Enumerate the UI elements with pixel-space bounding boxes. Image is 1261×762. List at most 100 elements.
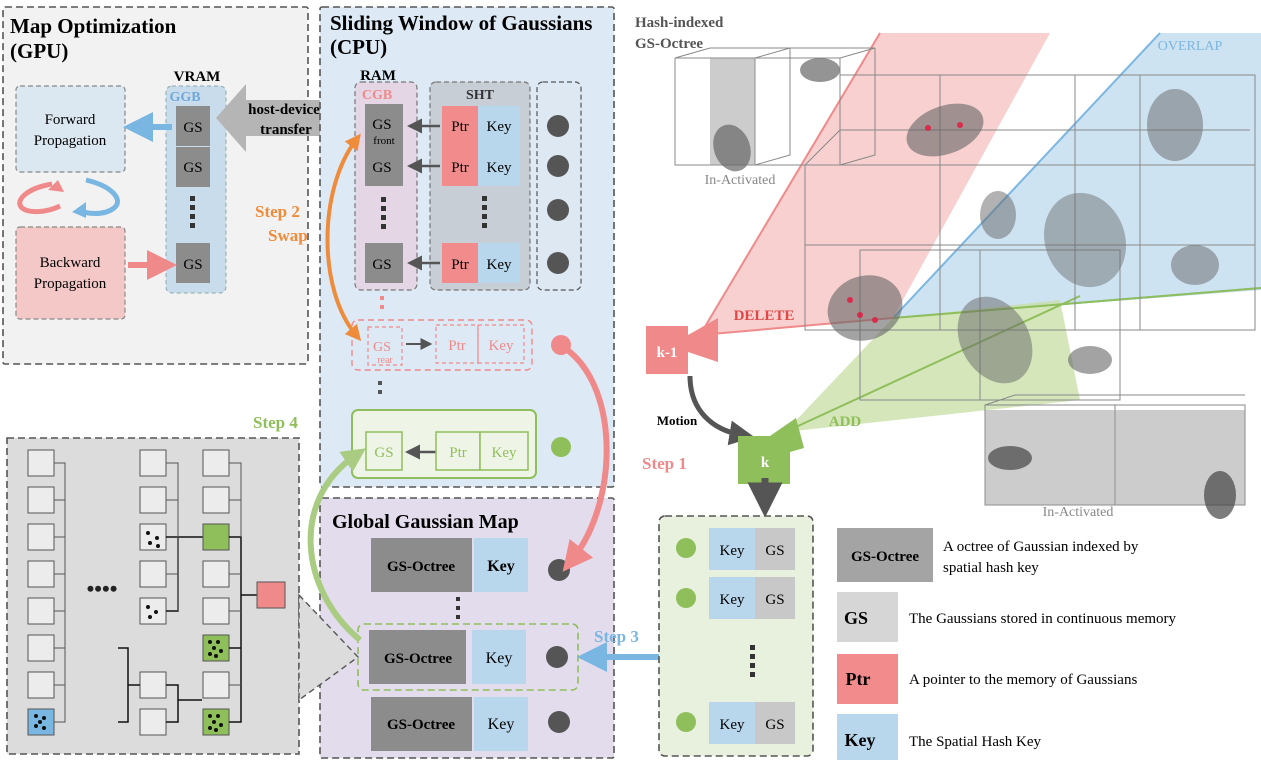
cgb-gs-2 — [365, 146, 403, 186]
tree-col-2 — [139, 449, 167, 736]
list-key-2-label: Key — [720, 592, 745, 608]
ggb-gs-2 — [176, 147, 210, 187]
ggb-gs-1-label: GS — [183, 120, 202, 136]
list-gs-3 — [755, 702, 795, 744]
step1-label: Step 1 — [642, 454, 687, 473]
hash-dots-column — [536, 81, 582, 291]
legend-gs-symbol: GS — [844, 608, 868, 628]
sht-key-2-label: Key — [487, 160, 512, 176]
list-key-1 — [709, 528, 755, 570]
ggb-ellipsis — [190, 196, 195, 228]
cycle-red-arrow — [17, 181, 62, 215]
legend-gs-swatch — [837, 592, 898, 642]
sht-key-1-label: Key — [487, 119, 512, 135]
cgb-gs-3 — [365, 243, 403, 283]
cgb-gs-front-sub: front — [373, 135, 394, 147]
legend: GS-Octree A octree of Gaussian indexed b… — [837, 528, 1177, 760]
rear-ptr — [435, 324, 479, 364]
rear-key-label: Key — [489, 338, 514, 354]
rear-gs — [367, 326, 403, 366]
sht-ellipsis — [482, 196, 487, 228]
map-opt-subtitle: (GPU) — [10, 39, 68, 63]
step3-label: Step 3 — [594, 627, 639, 646]
cgb-gs-front-label: GS — [372, 117, 391, 133]
new-gs — [365, 431, 403, 471]
camera-prev: k-1 — [646, 318, 718, 374]
global-octree-1-label: GS-Octree — [387, 559, 455, 575]
add-label: ADD — [829, 414, 862, 430]
rear-key — [477, 324, 525, 364]
hash-dot-4 — [547, 252, 569, 274]
cgb-gs-front — [365, 104, 403, 154]
motion-arrow — [687, 375, 755, 446]
legend-ptr-symbol: Ptr — [846, 669, 871, 689]
ram-ellipsis-1 — [380, 296, 384, 309]
new-ptr-label: Ptr — [449, 445, 467, 461]
new-key-list-panel: Key GS Key GS Key GS — [658, 515, 814, 757]
global-octree-3 — [371, 697, 472, 751]
sht-ptr-3-label: Ptr — [451, 257, 469, 273]
global-key-2-label: Key — [486, 650, 513, 667]
backward-label-2: Propagation — [34, 276, 107, 292]
sht-ptr-3 — [442, 243, 478, 283]
new-gs-label: GS — [374, 445, 393, 461]
list-key-2 — [709, 577, 755, 619]
rear-ptr-label: Ptr — [448, 338, 466, 354]
sliding-window-panel: Sliding Window of Gaussians (CPU) RAM CG… — [319, 6, 615, 488]
forward-label-1: Forward — [45, 112, 96, 128]
host-transfer-label-2: transfer — [260, 122, 312, 138]
octree-view-title-2: GS-Octree — [635, 36, 703, 52]
camera-prev-label: k-1 — [657, 345, 678, 361]
sht-ptr-2 — [442, 146, 478, 186]
legend-gs-desc: The Gaussians stored in continuous memor… — [909, 611, 1177, 627]
legend-ptr-desc: A pointer to the memory of Gaussians — [909, 672, 1137, 688]
ggb-gs-2-label: GS — [183, 160, 202, 176]
tree-dots: •••• — [87, 576, 118, 601]
global-map-panel: Global Gaussian Map GS-Octree Key GS-Oct… — [319, 497, 615, 759]
forward-box — [15, 85, 126, 173]
gaussian-ellipses — [713, 58, 1236, 519]
sht-key-2 — [478, 146, 520, 186]
backward-label-1: Backward — [40, 255, 101, 271]
ggb-gs-3-label: GS — [183, 257, 202, 273]
sht-ptr-1 — [442, 106, 478, 146]
legend-key-swatch — [837, 714, 898, 760]
backward-box — [15, 226, 126, 320]
overlap-label: OVERLAP — [1158, 39, 1223, 54]
list-gs-2 — [755, 577, 795, 619]
vram-label: VRAM — [174, 69, 221, 85]
legend-octree-desc-2: spatial hash key — [943, 560, 1039, 576]
map-optimization-panel: Map Optimization (GPU) VRAM GGB GS GS GS… — [2, 6, 309, 365]
hash-dot-1 — [547, 115, 569, 137]
sht-label: SHT — [466, 88, 495, 103]
list-key-1-label: Key — [720, 543, 745, 559]
global-key-2 — [472, 630, 526, 684]
global-key-1 — [474, 538, 528, 592]
ggb-gs-3 — [176, 243, 210, 283]
hash-dot-3 — [547, 199, 569, 221]
sht-ptr-2-label: Ptr — [451, 160, 469, 176]
list-key-3-label: Key — [720, 717, 745, 733]
step2-label: Step 2 — [255, 202, 300, 221]
sht-ptr-1-label: Ptr — [451, 119, 469, 135]
hash-dot-2 — [547, 155, 569, 177]
octree-3d-view: Hash-indexed GS-Octree OVERLAP — [635, 15, 1261, 520]
delete-label: DELETE — [734, 308, 795, 324]
new-ptr — [435, 431, 481, 471]
new-key-label: Key — [492, 445, 517, 461]
global-dot-1 — [548, 559, 570, 581]
tree-leaf-col-1 — [27, 449, 55, 736]
ptr-to-gs-arrows — [407, 118, 440, 271]
host-transfer-label-1: host-device — [248, 102, 320, 118]
octree-tree-panel: •••• — [6, 437, 360, 755]
zoom-callout — [298, 593, 360, 702]
list-gs-1-label: GS — [765, 543, 784, 559]
list-gs-3-label: GS — [765, 717, 784, 733]
tree-leaf-dots-blue — [34, 714, 46, 730]
step1-arrow — [558, 342, 610, 572]
camera-cur-label: k — [761, 455, 770, 471]
step2-swap-arrow — [325, 133, 362, 342]
rear-row — [351, 319, 533, 371]
global-octree-1 — [371, 538, 472, 592]
sht-key-3-label: Key — [487, 257, 512, 273]
